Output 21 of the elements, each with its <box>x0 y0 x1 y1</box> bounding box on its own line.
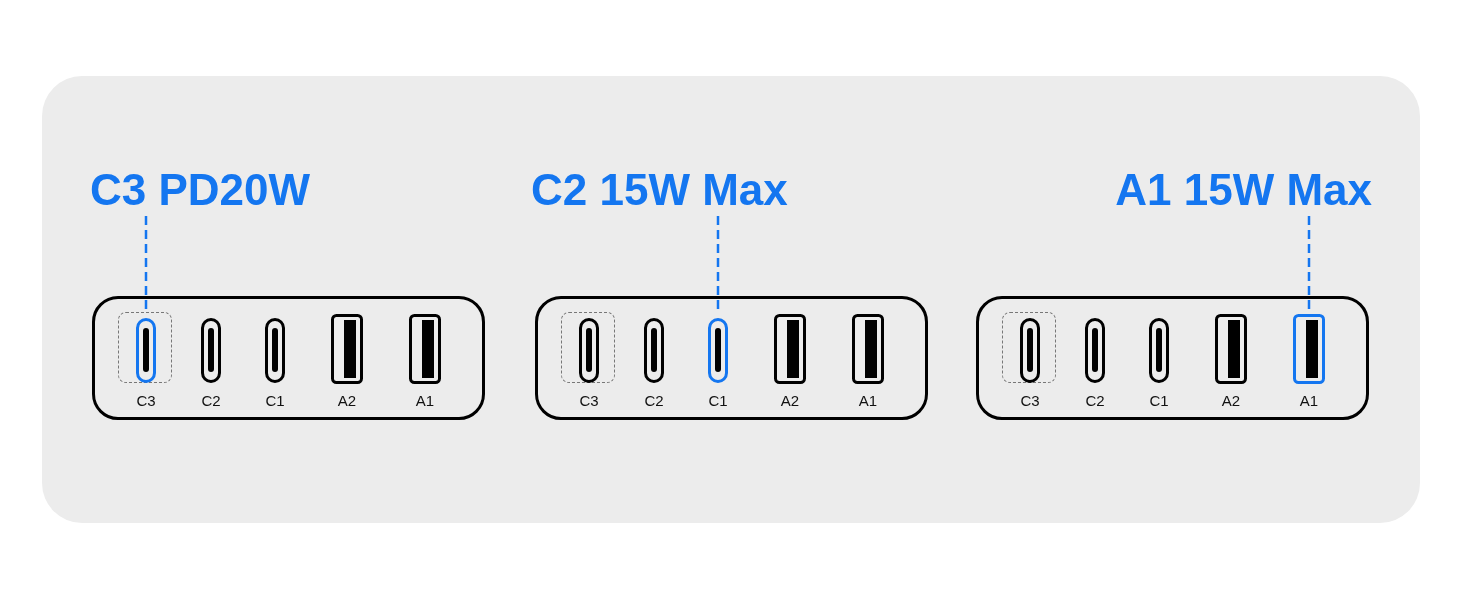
port-label: C2 <box>643 392 665 410</box>
port-label: A2 <box>779 392 801 410</box>
port-label: A1 <box>857 392 879 410</box>
port-label: A2 <box>336 392 358 410</box>
port-label: C1 <box>1148 392 1170 410</box>
charger-panel <box>976 296 1369 420</box>
port-label: C3 <box>1019 392 1041 410</box>
callout-heading: C2 15W Max <box>531 168 788 212</box>
callout-heading: C3 PD20W <box>90 168 311 212</box>
port-label: C1 <box>707 392 729 410</box>
port-label: C2 <box>200 392 222 410</box>
charger-panel <box>92 296 485 420</box>
port-label: A1 <box>414 392 436 410</box>
port-label: A1 <box>1298 392 1320 410</box>
port-label: C3 <box>578 392 600 410</box>
port-label: C2 <box>1084 392 1106 410</box>
port-label: A2 <box>1220 392 1242 410</box>
charger-panel <box>535 296 928 420</box>
port-label: C1 <box>264 392 286 410</box>
port-label: C3 <box>135 392 157 410</box>
callout-heading: A1 15W Max <box>1115 168 1372 212</box>
